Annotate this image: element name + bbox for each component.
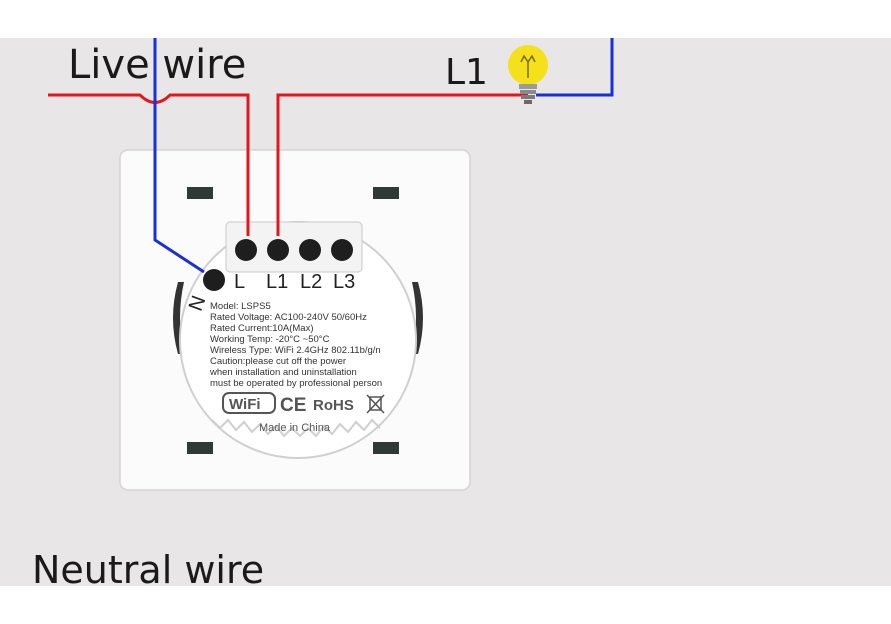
bulb-icon (508, 45, 548, 104)
spec-caution-3: must be operated by professional person (210, 378, 382, 389)
module-ridges (211, 418, 381, 438)
wifi-logo-text: WiFi (229, 396, 261, 413)
terminal-label-l1: L1 (266, 271, 288, 293)
neutral-wire-label: Neutral wire (32, 548, 265, 592)
terminal-block (225, 221, 363, 273)
side-clip (173, 282, 184, 354)
terminal-hole-l (235, 239, 257, 261)
spec-working-temp: Working Temp: -20°C ~50°C (210, 334, 330, 345)
terminal-label-l2: L2 (300, 271, 322, 293)
lamp-terminal-label: L1 (445, 52, 488, 93)
side-clip (412, 282, 423, 354)
weee-bin-icon (366, 394, 385, 414)
spec-model: Model: LSPS5 (210, 301, 271, 312)
spec-caution-2: when installation and uninstallation (209, 367, 357, 378)
terminal-hole-n (203, 269, 225, 291)
live-wire-label: Live wire (68, 42, 247, 88)
terminal-label-l3: L3 (333, 271, 355, 293)
terminal-hole-l3 (331, 239, 353, 261)
made-in-label: Made in China (259, 422, 331, 434)
terminal-hole-l2 (299, 239, 321, 261)
mounting-slot (373, 187, 399, 199)
spec-rated-voltage: Rated Voltage: AC100-240V 50/60Hz (210, 312, 367, 323)
mounting-slot (187, 187, 213, 199)
live-wire (48, 93, 528, 236)
rohs-mark: RoHS (313, 397, 354, 414)
terminal-label-n: N (185, 293, 211, 314)
terminal-hole-l1 (267, 239, 289, 261)
spec-wireless-type: Wireless Type: WiFi 2.4GHz 802.11b/g/n (210, 345, 381, 356)
mounting-slot (187, 442, 213, 454)
wifi-logo (222, 392, 276, 414)
mounting-slot (373, 442, 399, 454)
neutral-wire (153, 38, 614, 274)
spec-caution-1: Caution:please cut off the power (210, 356, 346, 367)
terminal-label-l: L (234, 271, 245, 293)
spec-rated-current: Rated Current:10A(Max) (210, 323, 313, 334)
ce-mark: CE (280, 395, 306, 416)
